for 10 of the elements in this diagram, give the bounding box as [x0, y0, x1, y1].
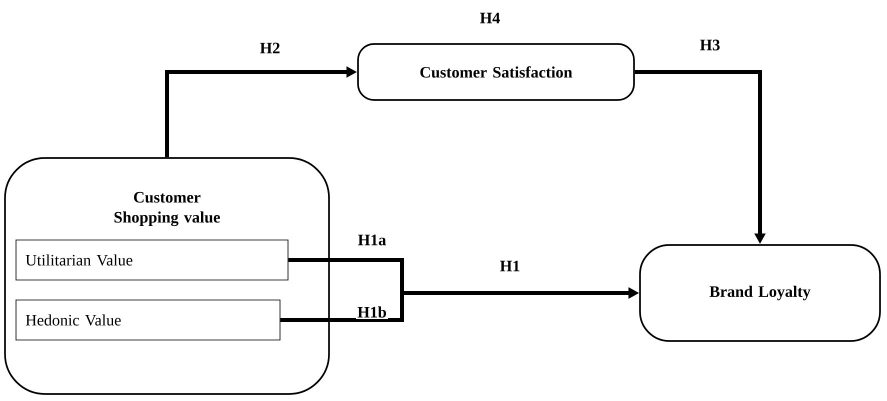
edge-label: H2 — [258, 41, 282, 55]
construct-box: Customer Satisfaction — [357, 43, 635, 101]
construct-box: Brand Loyalty — [639, 244, 881, 342]
edge-label: H1a — [356, 233, 388, 247]
edge-label: H3 — [698, 38, 722, 52]
dimension-box: Hedonic Value — [16, 300, 280, 340]
hypothesis-label: H4 — [478, 11, 502, 25]
hypothesis-label: H1 — [498, 259, 522, 273]
dimension-box: Utilitarian Value — [16, 240, 288, 280]
edge-label: H1b — [356, 305, 388, 319]
